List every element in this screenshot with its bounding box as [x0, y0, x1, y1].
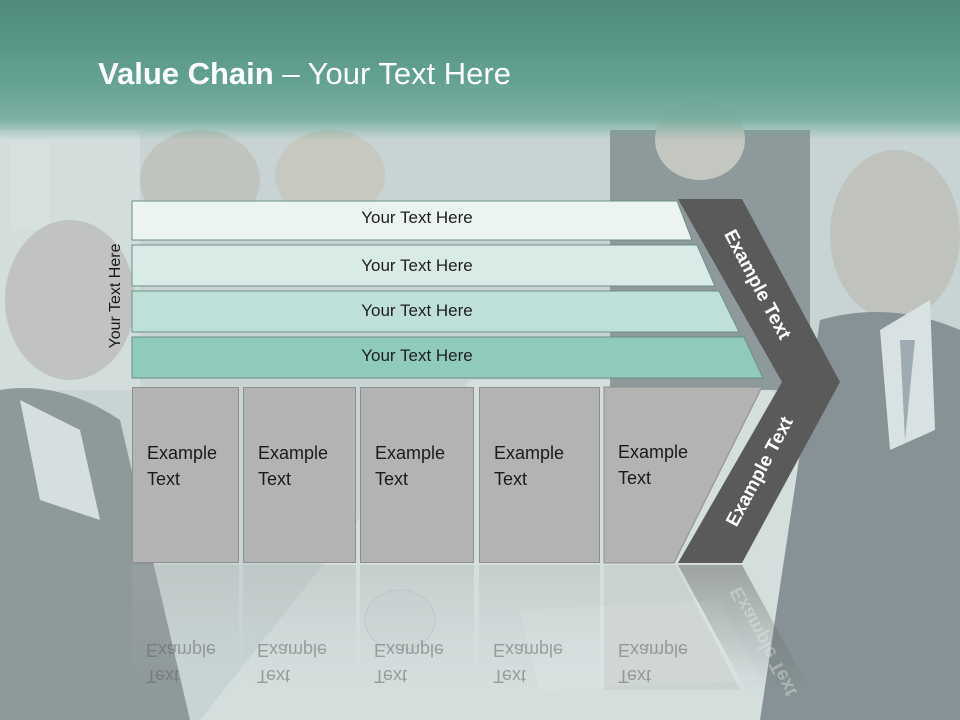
card-5-reflection: [604, 565, 740, 690]
row-label-4: Your Text Here: [361, 346, 473, 365]
row-bar-4[interactable]: [131, 336, 764, 379]
row-bars: [131, 200, 764, 379]
header-band: [0, 0, 960, 140]
row-label-1: Your Text Here: [361, 208, 473, 227]
slide-title: Value Chain – Your Text Here: [98, 54, 511, 94]
row-label-3: Your Text Here: [361, 301, 473, 320]
chevron-top[interactable]: [678, 199, 840, 382]
row-bar-2[interactable]: [131, 244, 716, 287]
row-bar-1[interactable]: [131, 200, 693, 241]
card-5-shape[interactable]: [603, 386, 763, 564]
chevron-bottom[interactable]: [678, 382, 840, 563]
row-bar-3[interactable]: [131, 290, 740, 333]
title-rest: – Your Text Here: [273, 56, 511, 91]
row-label-2: Your Text Here: [361, 256, 473, 275]
chevron-reflection: [678, 565, 810, 690]
title-bold: Value Chain: [98, 56, 274, 91]
